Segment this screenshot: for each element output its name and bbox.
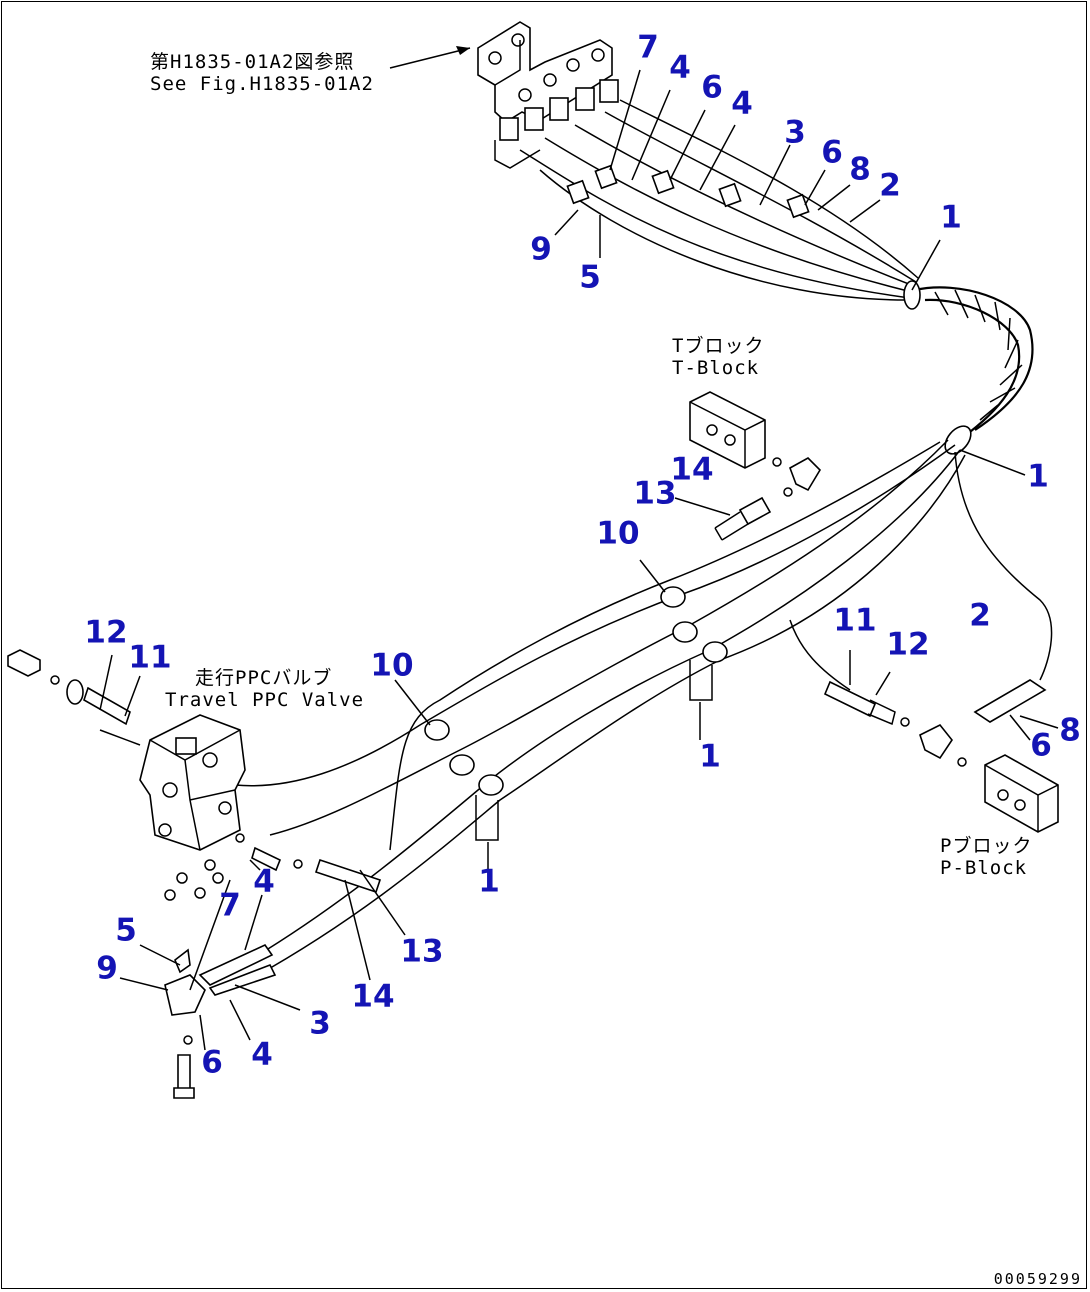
- callout-11: 11: [833, 602, 877, 639]
- bracket-ref-en: See Fig.H1835-01A2: [150, 72, 374, 95]
- callout-6: 6: [821, 134, 843, 171]
- callout-11: 11: [128, 639, 172, 676]
- callout-12: 12: [886, 626, 930, 663]
- callout-5: 5: [115, 912, 137, 949]
- callout-13: 13: [400, 933, 444, 970]
- callout-1: 1: [940, 199, 962, 236]
- callout-6: 6: [201, 1044, 223, 1081]
- callout-2: 2: [879, 167, 901, 204]
- leader-arrowhead: [456, 46, 470, 55]
- valve-jp: 走行PPCバルブ: [195, 667, 333, 689]
- callout-4: 4: [253, 863, 275, 900]
- callout-10: 10: [370, 647, 414, 684]
- callout-4: 4: [251, 1036, 273, 1073]
- callout-3: 3: [784, 114, 806, 151]
- p-block-jp: Pブロック: [940, 835, 1033, 857]
- bracket-leader: [389, 47, 471, 69]
- clamps: [424, 586, 728, 841]
- callout-9: 9: [96, 950, 118, 987]
- callout-8: 8: [1059, 712, 1081, 749]
- bracket-ref-jp: 第H1835-01A2図参照: [150, 51, 355, 73]
- t-block: [689, 391, 822, 541]
- callout-1: 1: [1027, 458, 1049, 495]
- p-block: [823, 679, 1059, 833]
- callout-2: 2: [969, 597, 991, 634]
- spiral-sleeve: [903, 280, 1034, 455]
- drawing-number: 00059299: [993, 1270, 1082, 1288]
- valve-note: 走行PPCバルブ Travel PPC Valve: [165, 667, 365, 712]
- t-block-note: Tブロック T-Block: [672, 335, 765, 380]
- callout-1: 1: [699, 738, 721, 775]
- callout-7: 7: [637, 29, 659, 66]
- callout-14: 14: [351, 978, 395, 1015]
- valve-en: Travel PPC Valve: [165, 688, 365, 711]
- upper-hoses: [519, 99, 919, 301]
- callout-9: 9: [530, 231, 552, 268]
- travel-ppc-valve: [139, 714, 246, 851]
- callout-3: 3: [309, 1005, 331, 1042]
- bracket-ref-note: 第H1835-01A2図参照 See Fig.H1835-01A2: [150, 51, 374, 96]
- callout-8: 8: [849, 151, 871, 188]
- top-bracket: [477, 21, 619, 169]
- callout-7: 7: [219, 887, 241, 924]
- callout-leaders: [99, 69, 1059, 1051]
- main-hose-run: [234, 439, 1053, 986]
- callout-1: 1: [478, 863, 500, 900]
- callout-6: 6: [701, 69, 723, 106]
- t-block-jp: Tブロック: [672, 335, 765, 357]
- p-block-note: Pブロック P-Block: [940, 835, 1033, 880]
- callout-4: 4: [731, 85, 753, 122]
- callout-12: 12: [84, 614, 128, 651]
- callout-4: 4: [669, 49, 691, 86]
- callout-5: 5: [579, 259, 601, 296]
- callout-6: 6: [1030, 727, 1052, 764]
- t-block-en: T-Block: [672, 356, 760, 379]
- callout-13: 13: [633, 475, 677, 512]
- callout-14: 14: [670, 451, 714, 488]
- p-block-en: P-Block: [940, 856, 1028, 879]
- callout-10: 10: [596, 515, 640, 552]
- left-fittings: [7, 649, 382, 1099]
